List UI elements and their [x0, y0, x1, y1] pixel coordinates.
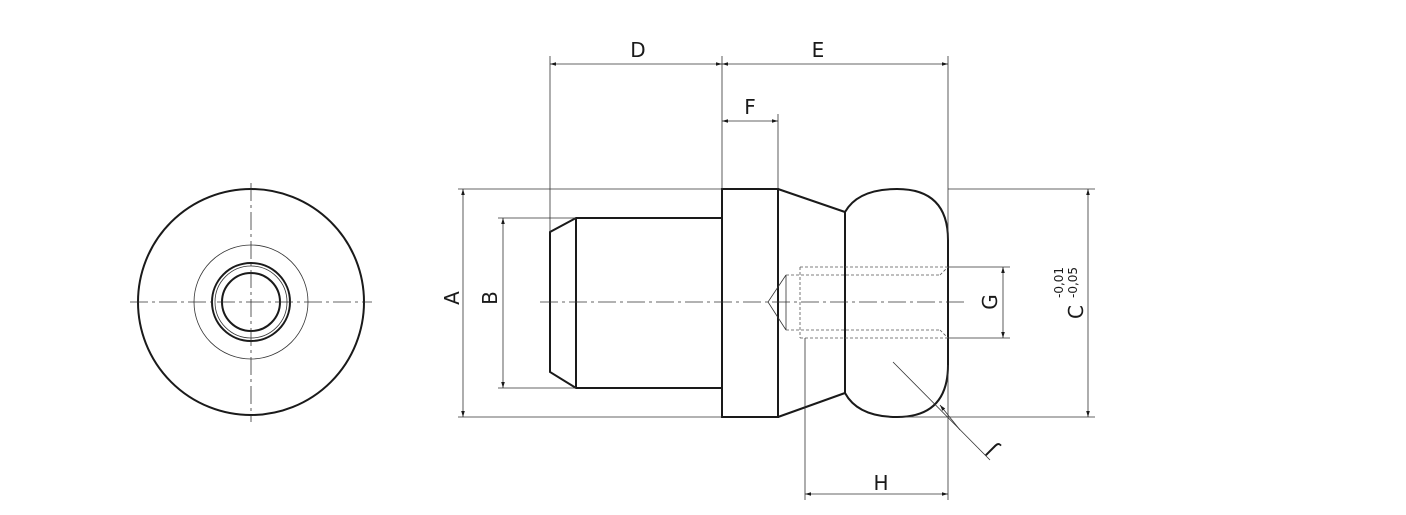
- ball-head: [844, 187, 949, 419]
- leader-J: [892, 361, 991, 461]
- thread-hidden-major: [799, 266, 948, 339]
- dimension-lines: [461, 62, 1090, 496]
- side-view: [540, 187, 968, 419]
- flange: [721, 188, 779, 418]
- label-G: G: [978, 294, 1002, 310]
- front-view: [130, 183, 372, 422]
- tolerance-C-lower: -0,05: [1066, 267, 1080, 298]
- label-B: B: [478, 291, 502, 305]
- label-F: F: [744, 95, 756, 119]
- label-D: D: [630, 38, 645, 62]
- thread-hidden-minor: [786, 266, 949, 339]
- extension-lines: [458, 56, 1095, 500]
- label-E: E: [812, 38, 825, 62]
- label-J: J: [980, 439, 1003, 462]
- label-A: A: [440, 291, 464, 305]
- leader-J-arrow: [939, 404, 961, 431]
- cone: [777, 188, 846, 418]
- label-H: H: [873, 471, 888, 495]
- label-C: C: [1064, 305, 1088, 319]
- tolerance-C-upper: -0,01: [1052, 267, 1066, 298]
